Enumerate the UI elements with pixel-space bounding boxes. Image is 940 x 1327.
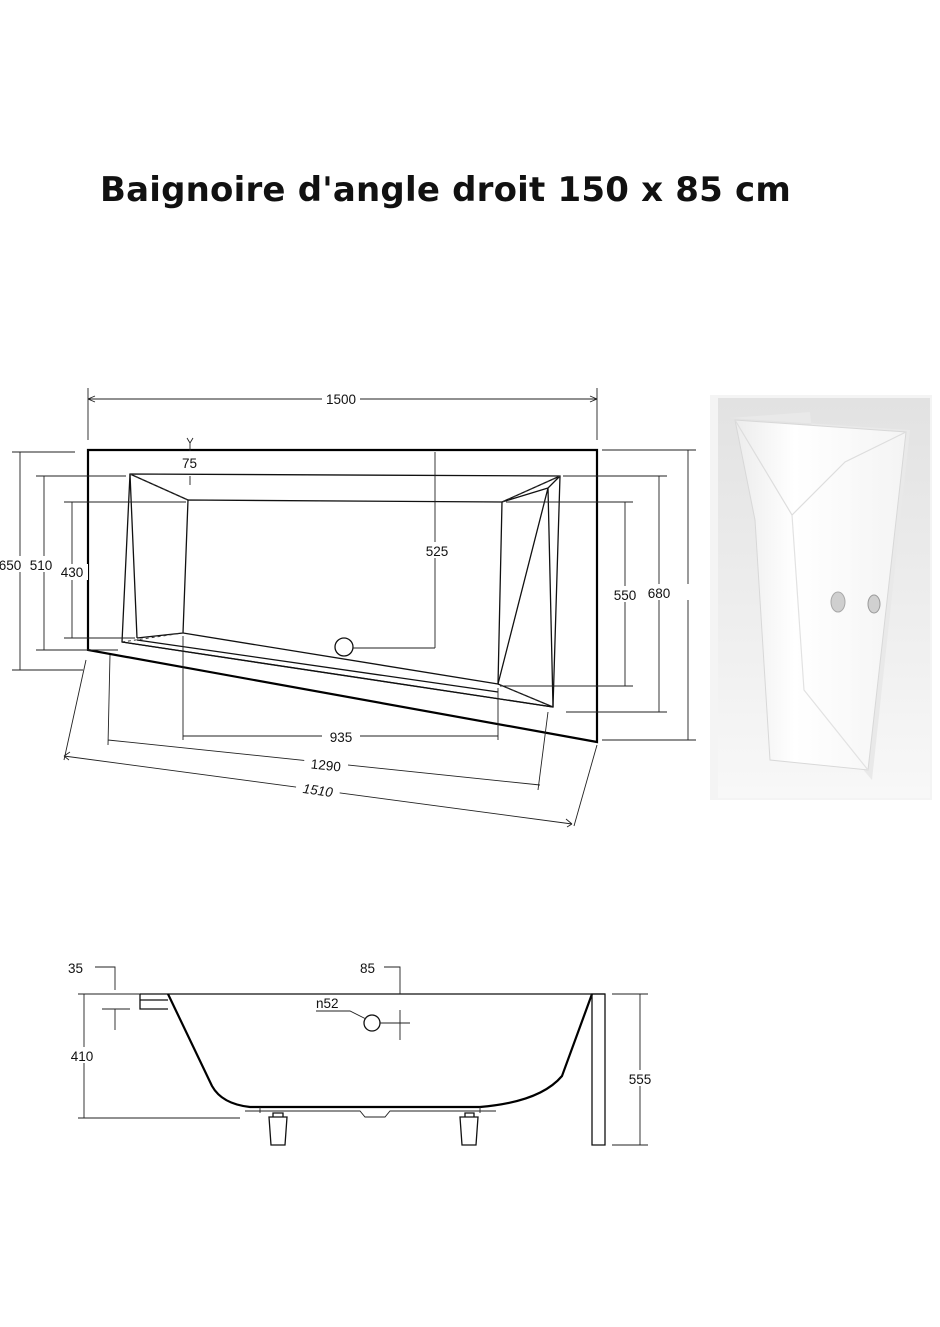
side-tub-body bbox=[167, 993, 594, 1109]
top-view: 1500 75 525 650 510 430 550 680 bbox=[0, 388, 706, 828]
dim-85-label: 85 bbox=[360, 961, 375, 976]
side-drain-circle bbox=[363, 1014, 381, 1032]
dim-555-label: 555 bbox=[629, 1072, 652, 1087]
drain-n52-label: n52 bbox=[316, 996, 339, 1011]
dim-35-lines bbox=[95, 966, 140, 1030]
dim-1510-label: 1510 bbox=[302, 781, 334, 800]
dim-935-lines bbox=[182, 636, 499, 740]
dim-430-label: 430 bbox=[61, 565, 84, 580]
dim-75-lines bbox=[186, 437, 194, 485]
dim-410-lines bbox=[78, 993, 240, 1119]
side-rim bbox=[139, 993, 605, 1010]
side-apron-panel bbox=[591, 993, 606, 1146]
faucet-fixture-icon bbox=[867, 594, 881, 614]
dim-85-lines bbox=[384, 966, 401, 994]
basin-slope-lines bbox=[129, 473, 561, 708]
dim-410-label: 410 bbox=[71, 1049, 94, 1064]
dim-650-label: 650 bbox=[0, 558, 21, 573]
outer-rim-outline bbox=[86, 448, 599, 744]
overflow-fixture-icon bbox=[830, 591, 846, 613]
dim-75-label: 75 bbox=[182, 456, 197, 471]
dim-35-label: 35 bbox=[68, 961, 83, 976]
drain-circle bbox=[334, 637, 354, 657]
dim-1500-label: 1500 bbox=[326, 392, 356, 407]
basin-diagonal-dashes bbox=[121, 473, 561, 708]
drain-n52-leader bbox=[316, 1010, 410, 1040]
side-view: n52 35 85 410 555 bbox=[64, 961, 656, 1146]
dim-935-label: 935 bbox=[330, 730, 353, 745]
dim-525-label: 525 bbox=[426, 544, 449, 559]
bathtub-photo bbox=[710, 395, 932, 800]
page-title: Baignoire d'angle droit 150 x 85 cm bbox=[100, 170, 792, 210]
dim-680-label: 680 bbox=[648, 586, 671, 601]
dim-1290-label: 1290 bbox=[310, 756, 341, 774]
side-bottom-supports bbox=[245, 1107, 496, 1118]
dim-550-label: 550 bbox=[614, 588, 637, 603]
front-inner-line bbox=[121, 639, 554, 708]
side-leg-left bbox=[268, 1112, 288, 1146]
side-leg-right bbox=[459, 1112, 479, 1146]
dim-555-lines bbox=[612, 993, 648, 1146]
dim-510-label: 510 bbox=[30, 558, 53, 573]
